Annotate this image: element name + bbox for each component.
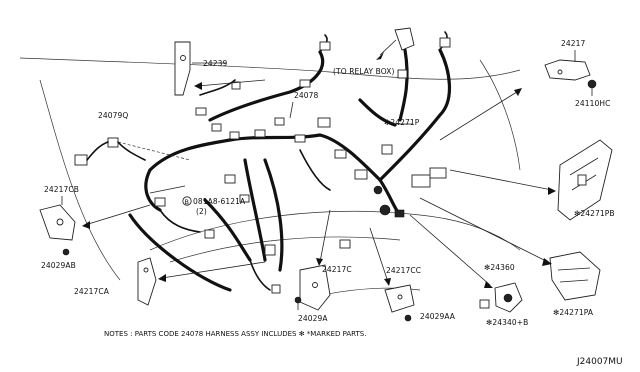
part-24340b xyxy=(479,299,490,309)
diagram-code: J24007MU xyxy=(576,357,623,367)
label-24271pa: ✻24271PA xyxy=(553,308,594,317)
part-24360 xyxy=(494,282,523,313)
label-24360: ✻24360 xyxy=(484,263,515,272)
label-24217ca: 24217CA xyxy=(74,287,110,296)
label-24110hc: 24110HC xyxy=(575,99,610,108)
bracket-24217ca xyxy=(137,257,157,306)
bolt-24029ab xyxy=(62,248,70,256)
bracket-24217c xyxy=(299,264,331,311)
label-bolt-qty: (2) xyxy=(196,207,207,216)
bracket-24239 xyxy=(174,41,226,96)
leader-lines xyxy=(82,79,556,288)
label-24078: 24078 xyxy=(294,91,318,100)
connector-24079q xyxy=(74,137,191,166)
label-24029a: 24029A xyxy=(298,314,328,323)
bolt-marker-letter: B xyxy=(185,198,190,206)
label-24271p: ✻24271P xyxy=(384,118,420,127)
bracket-24217cb xyxy=(39,196,76,241)
label-24217c: 24217C xyxy=(322,265,352,274)
label-24239: 24239 xyxy=(203,59,227,68)
bracket-24217 xyxy=(544,50,591,81)
label-24029ab: 24029AB xyxy=(41,261,76,270)
harness-connectors xyxy=(154,37,451,294)
label-bolt-081a8-6121a: 081A8-6121A xyxy=(193,197,246,206)
main-harness xyxy=(128,31,452,292)
label-to-relay-box: (TO RELAY BOX) xyxy=(333,67,395,76)
part-24271pb xyxy=(557,139,613,221)
bolt-24029a xyxy=(294,296,302,310)
label-24029aa: 24029AA xyxy=(420,312,456,321)
label-24079q: 24079Q xyxy=(98,111,128,120)
bracket-24217cc xyxy=(384,284,415,313)
notes-text: NOTES : PARTS CODE 24078 HARNESS ASSY IN… xyxy=(104,330,366,338)
label-24217: 24217 xyxy=(561,39,585,48)
bolt-24029aa xyxy=(404,314,412,322)
label-24217cb: 24217CB xyxy=(44,185,79,194)
relay-box-connector xyxy=(376,27,415,60)
label-24340b: ✻24340+B xyxy=(486,318,528,327)
label-24271pb: ✻24271PB xyxy=(574,209,615,218)
part-24271pa xyxy=(549,251,601,301)
bolt-marker: B xyxy=(182,196,192,206)
bolt-24110hc xyxy=(587,79,597,96)
label-24217cc: 24217CC xyxy=(386,266,421,275)
